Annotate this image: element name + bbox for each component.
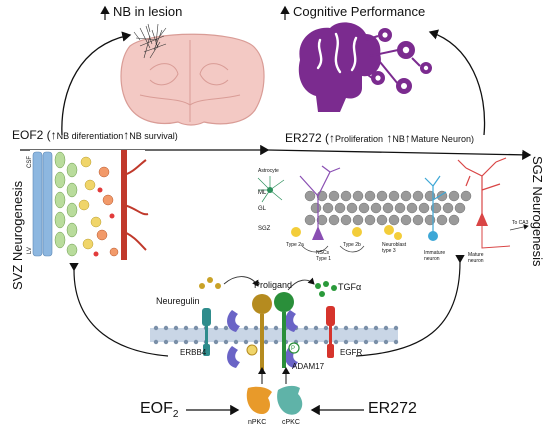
npkc-kinase — [246, 367, 272, 414]
mature-neuron-label: Mature neuron — [468, 252, 484, 264]
eof2-nb-surv: NB survival) — [129, 131, 178, 141]
metalloprotease-clamps — [227, 310, 298, 368]
type2b-label: Type 2b — [343, 242, 361, 248]
proligand-gold — [246, 294, 272, 370]
eof2-effect-line: EOF2 (↑NB diferentiation↑NB survival) — [12, 128, 178, 142]
adam17-label: ADAM17 — [292, 362, 325, 371]
up-arrow-icon: ↑ — [404, 131, 411, 145]
proligand-label: Proligand — [254, 280, 293, 290]
neuroblast-label: Neuroblast type 3 — [382, 242, 407, 254]
cognitive-performance-label: Cognitive Performance — [293, 4, 426, 19]
tgfa-ligand — [315, 281, 337, 297]
cognitive-brain-icon — [298, 22, 432, 112]
egfr-label: EGFR — [340, 348, 363, 357]
up-arrow-icon: ↑ — [50, 128, 57, 142]
eof2-drug-base: EOF — [140, 400, 173, 417]
neuregulin-label: Neuregulin — [156, 296, 200, 306]
sgz-label: SGZ — [258, 226, 271, 232]
eof2-nb-diff: NB diferentiation — [56, 131, 124, 141]
cell-membrane — [150, 325, 399, 345]
csf-label: CSF — [27, 156, 33, 168]
up-arrow-icon: ↑ — [386, 131, 393, 145]
to-ca3-label: To CA3 — [512, 220, 529, 226]
sgz-dentate-illustration — [257, 157, 529, 253]
er272-mature: Mature Neuron) — [410, 134, 474, 144]
er272-effect-prefix: ER272 ( — [285, 131, 330, 145]
ml-label: ML — [258, 190, 267, 196]
adam17-protein: P — [274, 292, 300, 368]
neuregulin-ligand — [199, 277, 221, 289]
er272-nb: NB — [392, 134, 405, 144]
brain-section-image — [120, 23, 265, 126]
svz-neurogenesis-label: SVZ Neurogenesis — [10, 180, 25, 290]
erbb4-receptor — [202, 308, 211, 356]
erbb4-label: ERBB4 — [180, 348, 207, 357]
er272-effect-line: ER272 (↑Proliferation ↑NB↑Mature Neuron) — [285, 131, 474, 145]
eof2-drug-subscript: 2 — [172, 409, 179, 421]
immature-neuron-label: Immature neuron — [424, 250, 446, 262]
svg-text:P: P — [291, 346, 295, 352]
astrocyte-label: Astrocyte — [258, 168, 279, 174]
eof2-effect-prefix: EOF2 ( — [12, 128, 51, 142]
er272-drug-label: ER272 — [368, 400, 417, 417]
lv-label: LV — [27, 247, 33, 254]
egfr-receptor — [326, 306, 335, 358]
up-arrow-icon: ↑ — [329, 131, 336, 145]
up-arrow-icon: ↑ — [123, 128, 130, 142]
cpkc-label: cPKC — [282, 419, 300, 426]
sgz-neurogenesis-label: SGZ Neurogenesis — [530, 156, 545, 267]
gl-label: GL — [258, 206, 267, 212]
cpkc-kinase — [277, 367, 303, 415]
nb-lesion-label: NB in lesion — [113, 4, 183, 19]
npkc-label: nPKC — [248, 419, 267, 426]
eof2-drug-label: EOF2 — [140, 400, 178, 420]
nscs-label: NSCs Type 1 — [316, 250, 332, 262]
type2a-label: Type 2a — [286, 242, 304, 248]
svz-niche-illustration — [30, 150, 149, 260]
tgfa-label: TGFα — [338, 282, 362, 292]
er272-prolif: Proliferation — [335, 134, 384, 144]
